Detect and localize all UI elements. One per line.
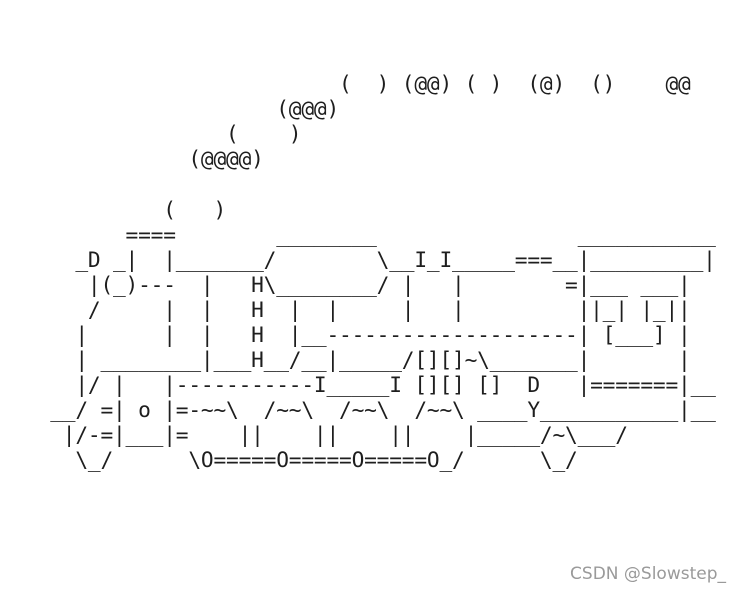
train-line-10: \_/ \O=====O=====O=====O_/ \_/ — [0, 447, 578, 472]
train-line-2: _D _| |_______/ \__I_I_____===__|_______… — [0, 247, 716, 272]
train-line-1: ==== ________ ___________ — [0, 222, 716, 247]
smoke-line-4: (@@@@) — [0, 146, 264, 171]
smoke-line-3: ( ) — [0, 121, 302, 146]
smoke-line-2: (@@@) — [0, 96, 340, 121]
train-line-8: __/ =| o |=-~~\ /~~\ /~~\ /~~\ ____Y____… — [0, 397, 716, 422]
train-line-3: |(_)--- | H\________/ | | =|___ ___| — [0, 272, 691, 297]
train-line-4: / | | H | | | | ||_| |_|| — [0, 297, 691, 322]
train-line-6: | ________|___H__/__|_____/[][]~\_______… — [0, 347, 691, 372]
smoke-line-1: ( ) (@@) ( ) (@) () @@ — [0, 71, 691, 96]
train-line-9: |/-=|___|= || || || |_____/~\___/ — [0, 422, 628, 447]
train-line-7: |/ | |-----------I_____I [][] [] D |====… — [0, 372, 716, 397]
train-line-5: | | | H |__--------------------| [___] | — [0, 322, 691, 347]
smoke-line-6: ( ) — [0, 197, 227, 222]
watermark-text: CSDN @Slowstep_ — [570, 564, 726, 584]
